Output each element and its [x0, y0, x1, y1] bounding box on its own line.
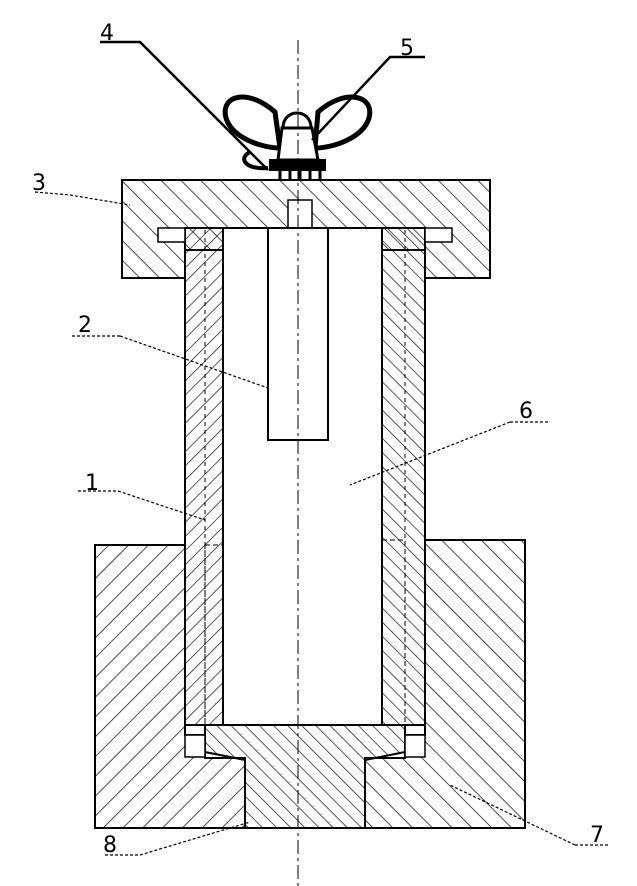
label-1: 1 — [85, 471, 99, 496]
wing-nut — [222, 94, 373, 180]
inner-cavity — [222, 227, 383, 726]
label-5: 5 — [400, 36, 414, 61]
label-4: 4 — [100, 21, 114, 46]
leader-lines — [34, 40, 610, 856]
bottom-plug — [184, 724, 426, 829]
label-3: 3 — [32, 171, 46, 196]
label-8: 8 — [103, 833, 117, 858]
label-7: 7 — [590, 823, 604, 848]
label-2: 2 — [78, 313, 92, 338]
label-6: 6 — [519, 399, 533, 424]
